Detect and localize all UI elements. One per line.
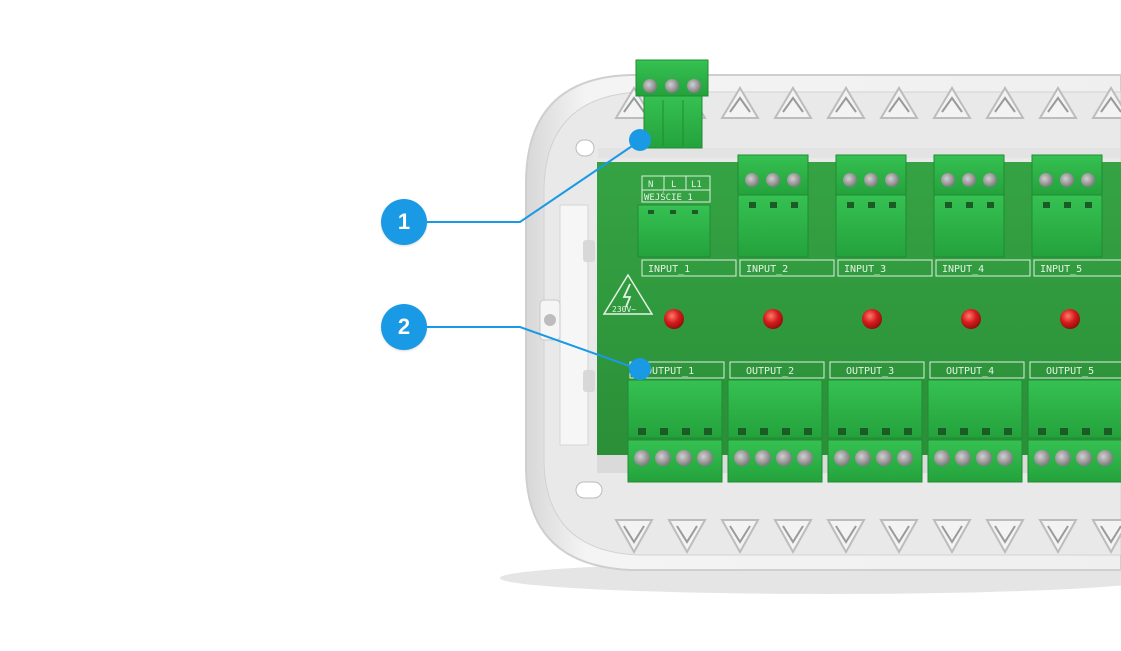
input-label: INPUT_2 <box>746 264 788 275</box>
cable-gland <box>1091 519 1121 555</box>
input-label: INPUT_4 <box>942 264 984 275</box>
output-terminal-block: OUTPUT_2 <box>727 361 825 483</box>
cable-gland <box>1038 86 1078 119</box>
input-terminal-header: N L L1 WEJŚCIE_1 <box>637 175 711 258</box>
output-terminal-block: OUTPUT_4 <box>927 361 1025 483</box>
input-terminal-block: INPUT_4 <box>933 154 1031 277</box>
cable-gland <box>720 519 760 555</box>
callout-1-badge: 1 <box>381 199 427 245</box>
power-plug-connector <box>635 59 709 149</box>
cable-gland <box>667 519 707 555</box>
cable-gland <box>826 519 866 555</box>
input-terminals: INPUT_1 INPUT_2 INPUT_3 INPUT_4 INPUT_5 <box>641 154 1121 277</box>
output-label: OUTPUT_2 <box>746 366 794 377</box>
status-led <box>664 309 684 329</box>
input-terminal-block: INPUT_3 <box>835 154 933 277</box>
cable-gland <box>720 86 760 119</box>
output-terminal-block: OUTPUT_3 <box>827 361 925 483</box>
callout-1-anchor <box>629 129 651 151</box>
input-terminal-block: INPUT_2 <box>737 154 835 277</box>
cable-gland <box>614 86 654 119</box>
output-terminal-block: OUTPUT_1 <box>627 361 725 483</box>
cable-gland <box>879 86 919 119</box>
output-label: OUTPUT_3 <box>846 366 894 377</box>
cable-gland <box>773 86 813 119</box>
output-terminals: OUTPUT_1 OUTPUT_2 OUTPUT_3 OUTPUT_4 OUTPUT_5 <box>627 361 1121 483</box>
callout-1-leader <box>427 141 639 223</box>
input-label: INPUT_1 <box>648 264 690 275</box>
cable-gland <box>932 519 972 555</box>
callout-2-anchor <box>629 358 651 380</box>
header-l1-label: L1 <box>691 180 702 190</box>
status-led <box>961 309 981 329</box>
cable-gland <box>985 86 1025 119</box>
header-wejscie-label: WEJŚCIE_1 <box>644 191 693 203</box>
input-terminal-block: INPUT_1 <box>641 259 737 277</box>
cable-gland <box>1038 519 1078 555</box>
cable-gland <box>985 519 1025 555</box>
cable-gland <box>826 86 866 119</box>
input-label: INPUT_5 <box>1040 264 1082 275</box>
output-label: OUTPUT_5 <box>1046 366 1094 377</box>
header-l-label: L <box>671 180 676 190</box>
cable-gland <box>879 519 919 555</box>
status-led <box>763 309 783 329</box>
callout-2-badge: 2 <box>381 304 427 350</box>
cable-gland <box>932 86 972 119</box>
input-label: INPUT_3 <box>844 264 886 275</box>
status-leds <box>664 309 1080 329</box>
high-voltage-warning-icon: 230V~ <box>602 273 654 315</box>
callout-2-leader <box>427 326 639 370</box>
output-label: OUTPUT_4 <box>946 366 994 377</box>
status-led <box>862 309 882 329</box>
header-n-label: N <box>648 180 653 190</box>
output-terminal-block: OUTPUT_5 <box>1027 361 1121 483</box>
output-label: OUTPUT_1 <box>646 366 694 377</box>
cable-gland <box>1091 86 1121 119</box>
cable-glands-bottom <box>614 519 1121 555</box>
voltage-label: 230V~ <box>612 305 636 314</box>
mount-hole <box>575 139 595 157</box>
status-led <box>1060 309 1080 329</box>
cable-gland <box>773 519 813 555</box>
mount-hole <box>575 481 603 499</box>
input-terminal-block: INPUT_5 <box>1031 154 1121 277</box>
cable-gland <box>614 519 654 555</box>
